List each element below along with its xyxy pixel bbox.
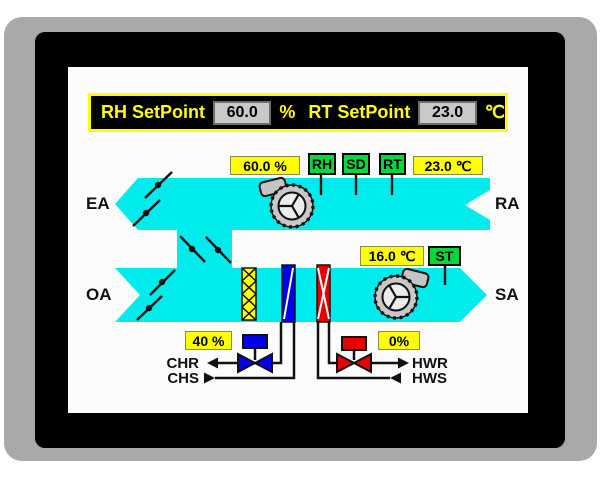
ea-label: EA [86,194,110,213]
monitor-bezel: RH SetPoint 60.0 % RT SetPoint 23.0 ℃ 60… [4,17,597,461]
screen-frame: RH SetPoint 60.0 % RT SetPoint 23.0 ℃ 60… [35,32,565,448]
hmi-screen: RH SetPoint 60.0 % RT SetPoint 23.0 ℃ 60… [68,67,528,413]
rt-setpoint-field[interactable]: 23.0 [418,100,477,125]
oa-label: OA [86,285,112,304]
mixing-damper-pivot [214,246,222,254]
supply-air-duct [115,268,487,322]
chilled-valve-icon [237,334,273,374]
supply-fan-icon [373,267,430,320]
oa-damper-pivot [158,278,166,286]
sensor-connector-lines [319,175,447,285]
chs-arrow-icon [204,372,215,384]
chilled-valve-opening-readout: 40 % [185,331,232,350]
ea-damper-pivot [154,181,162,189]
rh-setpoint-unit: % [279,102,296,122]
rh-setpoint-label: RH SetPoint [101,102,206,122]
mixing-damper-pivot [188,245,196,253]
chr-label: CHR [166,355,200,372]
sensor-badge-sd: SD [342,153,370,175]
cooling-coil-icon [281,264,296,323]
hwr-arrow-icon [398,357,409,369]
hot-water-pipes [316,322,398,380]
ahu-diagram [115,171,490,384]
hot-valve-opening-readout: 0% [378,331,420,350]
ra-label: RA [495,194,520,213]
setpoint-bar: RH SetPoint 60.0 % RT SetPoint 23.0 ℃ [88,93,508,132]
supply-temp-readout: 16.0 ℃ [360,246,424,266]
hwr-label: HWR [412,355,448,372]
chs-label: CHS [167,370,199,387]
return-humidity-readout: 60.0 % [230,156,300,175]
mixing-connector-duct [177,229,232,269]
return-temp-readout: 23.0 ℃ [413,156,483,175]
oa-damper-pivot [145,304,153,312]
heating-coil-icon [316,264,331,323]
ea-damper-pivot [142,209,150,217]
sensor-badge-rt: RT [379,153,406,175]
filter-icon [240,267,258,321]
rh-setpoint-field[interactable]: 60.0 [213,100,272,125]
sa-label: SA [495,285,519,304]
hws-label: HWS [412,370,447,387]
hot-valve-icon [336,336,372,374]
chr-arrow-icon [207,357,218,369]
rt-setpoint-label: RT SetPoint [308,102,411,122]
sensor-badge-rh: RH [308,153,336,175]
hws-arrow-icon [390,372,401,384]
rt-setpoint-unit: ℃ [484,102,505,122]
sensor-badge-st: ST [428,246,461,266]
return-fan-icon [258,176,315,229]
